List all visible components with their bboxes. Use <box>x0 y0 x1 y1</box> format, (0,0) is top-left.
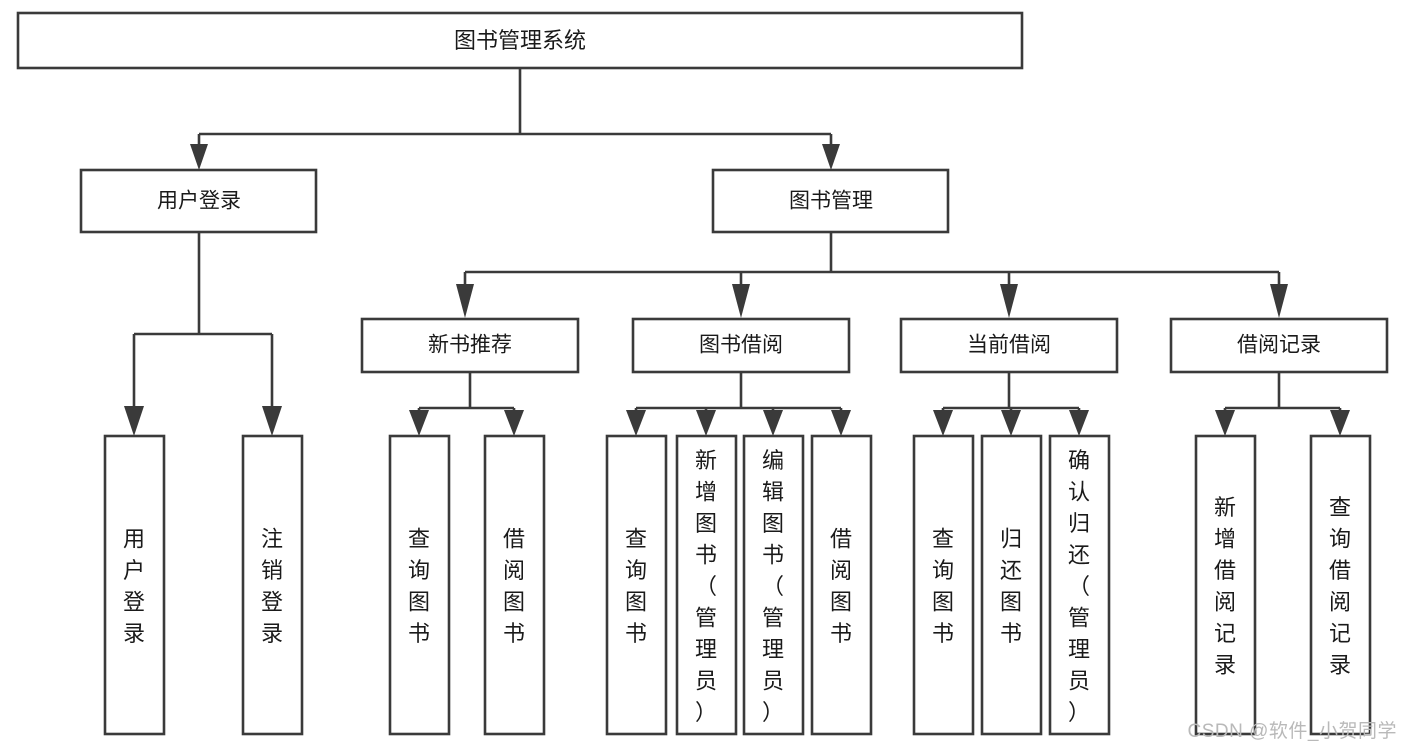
leaf-query-book-1-box[interactable] <box>388 434 451 736</box>
arrow-to-leaf-edit-book <box>763 410 783 436</box>
arrow-to-leaf-user-logout <box>262 406 282 436</box>
leaf-query-book-2-label: 查询图书 <box>625 527 647 647</box>
leaf-user-logout-box[interactable] <box>241 434 304 736</box>
arrow-to-current-borrow <box>1000 284 1018 318</box>
node-new-book-recommend[interactable]: 新书推荐 <box>360 317 580 374</box>
connector-group-book-borrow <box>626 372 851 436</box>
node-book-borrow-label: 图书借阅 <box>699 334 783 357</box>
node-user-login[interactable]: 用户登录 <box>79 168 318 234</box>
arrow-to-leaf-query-book-2 <box>626 410 646 436</box>
node-user-login-box[interactable] <box>79 168 318 234</box>
leaf-query-book-2[interactable]: 查询图书 <box>605 434 668 736</box>
node-root-label: 图书管理系统 <box>454 28 586 53</box>
arrow-to-leaf-query-book-1 <box>409 410 429 436</box>
arrow-to-user-login <box>190 144 208 170</box>
leaf-add-book[interactable]: 新增图书（管理员） <box>675 434 738 736</box>
arrow-to-leaf-query-book-3 <box>933 410 953 436</box>
leaf-confirm-return-label: 确认归还（管理员） <box>1068 448 1090 725</box>
arrow-to-new-book-recommend <box>456 284 474 318</box>
leaf-query-book-3[interactable]: 查询图书 <box>912 434 975 736</box>
node-borrow-record-box[interactable] <box>1169 317 1389 374</box>
leaf-return-book-box[interactable] <box>980 434 1043 736</box>
connector-group-borrow-record <box>1215 372 1350 436</box>
node-user-login-label: 用户登录 <box>157 190 241 213</box>
node-book-manage[interactable]: 图书管理 <box>711 168 950 234</box>
leaf-add-book-box[interactable] <box>675 434 738 736</box>
leaf-add-record-label: 新增借阅记录 <box>1214 495 1236 678</box>
node-root[interactable]: 图书管理系统 <box>16 11 1024 70</box>
node-root-box[interactable] <box>16 11 1024 70</box>
leaf-query-book-3-label: 查询图书 <box>932 527 954 647</box>
node-new-book-recommend-box[interactable] <box>360 317 580 374</box>
node-current-borrow[interactable]: 当前借阅 <box>899 317 1119 374</box>
node-book-manage-label: 图书管理 <box>789 190 873 213</box>
leaf-query-record-box[interactable] <box>1309 434 1372 736</box>
node-new-book-recommend-label: 新书推荐 <box>428 334 512 357</box>
arrow-to-leaf-query-record <box>1330 410 1350 436</box>
leaf-borrow-book-1-box[interactable] <box>483 434 546 736</box>
connector-group-root <box>190 68 840 170</box>
leaf-user-login[interactable]: 用户登录 <box>103 434 166 736</box>
leaf-return-book-label: 归还图书 <box>1000 527 1022 647</box>
leaf-query-book-1[interactable]: 查询图书 <box>388 434 451 736</box>
connector-group-book-manage <box>456 232 1288 318</box>
leaf-borrow-book-2-box[interactable] <box>810 434 873 736</box>
node-borrow-record-label: 借阅记录 <box>1237 334 1321 357</box>
arrow-to-leaf-return-book <box>1001 410 1021 436</box>
arrow-to-leaf-user-login <box>124 406 144 436</box>
leaf-add-record-box[interactable] <box>1194 434 1257 736</box>
arrow-to-leaf-add-record <box>1215 410 1235 436</box>
leaf-return-book[interactable]: 归还图书 <box>980 434 1043 736</box>
node-book-borrow-box[interactable] <box>631 317 851 374</box>
leaf-query-book-3-box[interactable] <box>912 434 975 736</box>
leaf-query-record-label: 查询借阅记录 <box>1329 495 1351 678</box>
leaf-borrow-book-1-label: 借阅图书 <box>503 527 525 647</box>
node-book-manage-box[interactable] <box>711 168 950 234</box>
leaf-confirm-return-box[interactable] <box>1048 434 1111 736</box>
arrow-to-leaf-add-book <box>696 410 716 436</box>
arrow-to-leaf-confirm-return <box>1069 410 1089 436</box>
arrow-to-book-borrow <box>732 284 750 318</box>
leaf-query-book-2-box[interactable] <box>605 434 668 736</box>
leaf-query-record[interactable]: 查询借阅记录 <box>1309 434 1372 736</box>
leaf-user-login-box[interactable] <box>103 434 166 736</box>
node-current-borrow-label: 当前借阅 <box>967 334 1051 357</box>
node-borrow-record[interactable]: 借阅记录 <box>1169 317 1389 374</box>
leaf-borrow-book-2-label: 借阅图书 <box>830 527 852 647</box>
leaf-edit-book-label: 编辑图书（管理员） <box>762 448 784 725</box>
leaf-add-record[interactable]: 新增借阅记录 <box>1194 434 1257 736</box>
leaf-borrow-book-2[interactable]: 借阅图书 <box>810 434 873 736</box>
arrow-to-leaf-borrow-book-1 <box>504 410 524 436</box>
node-current-borrow-box[interactable] <box>899 317 1119 374</box>
leaf-edit-book[interactable]: 编辑图书（管理员） <box>742 434 805 736</box>
leaf-edit-book-box[interactable] <box>742 434 805 736</box>
leaf-user-logout-label: 注销登录 <box>261 527 283 647</box>
arrow-to-leaf-borrow-book-2 <box>831 410 851 436</box>
connector-group-user-login <box>124 232 282 436</box>
node-book-borrow[interactable]: 图书借阅 <box>631 317 851 374</box>
connector-group-current-borrow <box>933 372 1089 436</box>
arrow-to-book-manage <box>822 144 840 170</box>
connector-group-new-book-recommend <box>409 372 524 436</box>
leaf-query-book-1-label: 查询图书 <box>408 527 430 647</box>
leaf-user-logout[interactable]: 注销登录 <box>241 434 304 736</box>
arrow-to-borrow-record <box>1270 284 1288 318</box>
leaf-confirm-return[interactable]: 确认归还（管理员） <box>1048 434 1111 736</box>
leaf-borrow-book-1[interactable]: 借阅图书 <box>483 434 546 736</box>
leaf-add-book-label: 新增图书（管理员） <box>695 448 717 725</box>
csdn-watermark: CSDN @软件_小贺同学 <box>1187 721 1397 742</box>
leaf-user-login-label: 用户登录 <box>123 527 145 647</box>
